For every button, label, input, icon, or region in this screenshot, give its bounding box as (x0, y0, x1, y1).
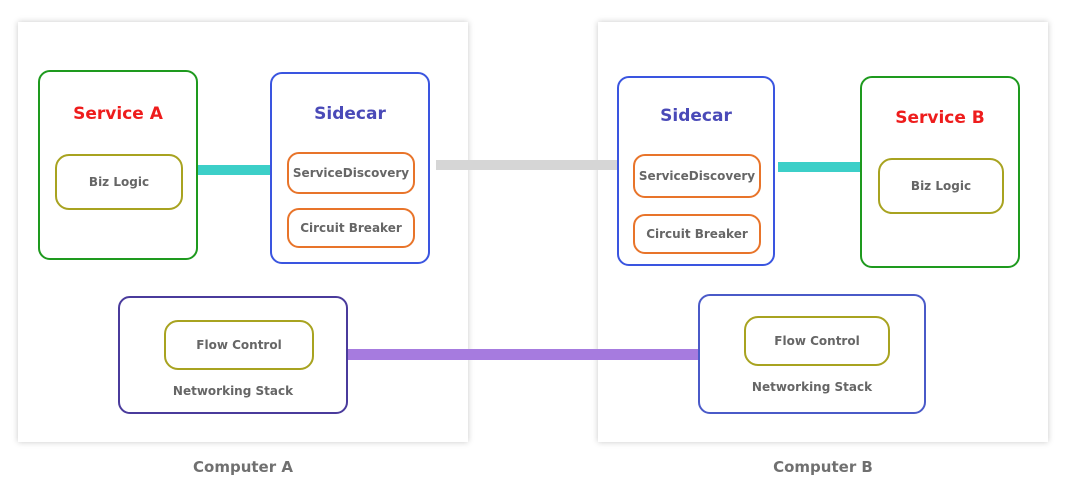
sidecar-to-service-b-link (778, 162, 860, 172)
sidecar-b-box: Sidecar ServiceDiscovery Circuit Breaker (617, 76, 775, 266)
computer-a-caption: Computer A (193, 458, 293, 476)
network-stack-b-box: Flow Control Networking Stack (698, 294, 926, 414)
service-a-biz-logic-box: Biz Logic (55, 154, 183, 210)
service-b-title: Service B (895, 108, 985, 128)
sidecar-a-breaker-label: Circuit Breaker (300, 221, 402, 235)
network-stack-a-box: Flow Control Networking Stack (118, 296, 348, 414)
service-b-box: Service B Biz Logic (860, 76, 1020, 268)
sidecar-b-title: Sidecar (660, 106, 732, 126)
sidecar-b-discovery-box: ServiceDiscovery (633, 154, 761, 198)
service-a-to-sidecar-link (198, 165, 270, 175)
sidecar-a-breaker-box: Circuit Breaker (287, 208, 415, 248)
sidecar-a-discovery-label: ServiceDiscovery (292, 166, 410, 180)
network-stack-b-label: Networking Stack (751, 380, 873, 394)
sidecar-b-breaker-label: Circuit Breaker (646, 227, 748, 241)
service-a-biz-logic-label: Biz Logic (88, 175, 150, 189)
computer-b-caption: Computer B (773, 458, 873, 476)
flow-control-a-label: Flow Control (196, 338, 282, 352)
sidecar-b-discovery-label: ServiceDiscovery (638, 169, 756, 183)
sidecar-b-breaker-box: Circuit Breaker (633, 214, 761, 254)
network-stack-a-label: Networking Stack (172, 384, 294, 398)
sidecar-a-discovery-box: ServiceDiscovery (287, 152, 415, 194)
service-a-title: Service A (73, 104, 163, 124)
sidecar-a-box: Sidecar ServiceDiscovery Circuit Breaker (270, 72, 430, 264)
sidecar-to-sidecar-link (436, 160, 622, 170)
service-a-box: Service A Biz Logic (38, 70, 198, 260)
service-b-biz-logic-label: Biz Logic (910, 179, 972, 193)
flow-control-b-label: Flow Control (774, 334, 860, 348)
sidecar-a-title: Sidecar (314, 104, 386, 124)
network-stack-link (348, 349, 708, 360)
flow-control-b-box: Flow Control (744, 316, 890, 366)
flow-control-a-box: Flow Control (164, 320, 314, 370)
service-b-biz-logic-box: Biz Logic (878, 158, 1004, 214)
